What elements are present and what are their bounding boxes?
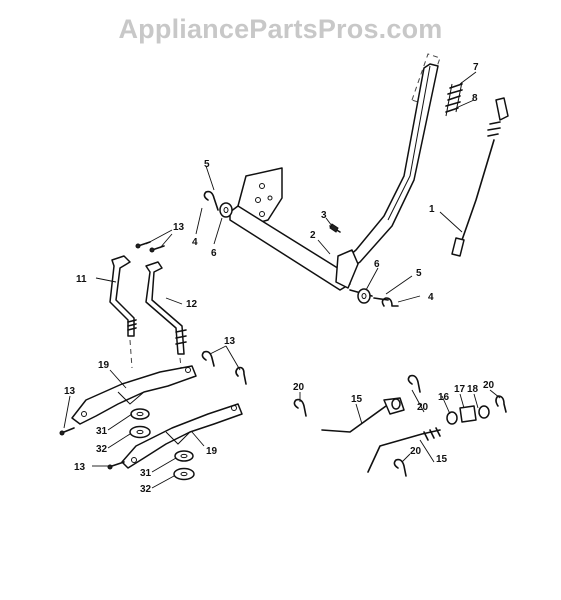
callout-13-left: 13 bbox=[64, 386, 76, 397]
pins-13-top bbox=[135, 241, 165, 253]
callout-13-bottom: 13 bbox=[74, 462, 86, 473]
bushing-31-upper bbox=[130, 408, 150, 420]
callout-32-lower: 32 bbox=[140, 484, 152, 495]
trunnion-16-17-18 bbox=[446, 405, 490, 425]
link-15-lower bbox=[367, 427, 441, 473]
callout-6-left: 6 bbox=[211, 248, 217, 259]
callout-8: 8 bbox=[472, 93, 478, 104]
clip-4-right bbox=[381, 297, 399, 307]
watermark: AppliancePartsPros.com bbox=[118, 14, 443, 44]
clip-5-left bbox=[203, 190, 219, 211]
callout-16: 16 bbox=[438, 392, 450, 403]
callout-32-upper: 32 bbox=[96, 444, 108, 455]
leader-lines bbox=[63, 71, 501, 489]
callout-2: 2 bbox=[310, 230, 316, 241]
bushing-32-lower bbox=[173, 467, 195, 481]
link-15-upper bbox=[321, 397, 405, 433]
callout-20-left: 20 bbox=[293, 382, 305, 393]
spring-7 bbox=[445, 81, 463, 117]
lift-link-12 bbox=[145, 261, 187, 377]
lift-arm-19-lower bbox=[121, 403, 243, 469]
bushing-31-lower bbox=[174, 450, 194, 462]
callout-13-top: 13 bbox=[173, 222, 185, 233]
rod-1 bbox=[451, 139, 495, 257]
callout-19-upper: 19 bbox=[98, 360, 110, 371]
callout-13-right: 13 bbox=[224, 336, 236, 347]
callout-20-right: 20 bbox=[483, 380, 495, 391]
callout-4-left: 4 bbox=[192, 237, 198, 248]
washer-6-left bbox=[219, 202, 233, 218]
lift-link-11 bbox=[109, 255, 137, 369]
callout-19-lower: 19 bbox=[206, 446, 218, 457]
callout-6-right: 6 bbox=[374, 259, 380, 270]
callout-20-lower: 20 bbox=[410, 446, 422, 457]
callout-1: 1 bbox=[429, 204, 435, 215]
callout-15-lower: 15 bbox=[436, 454, 448, 465]
callout-15-upper: 15 bbox=[351, 394, 363, 405]
callout-18: 18 bbox=[467, 384, 479, 395]
lift-arm-19-upper bbox=[71, 365, 197, 425]
callout-5-right: 5 bbox=[416, 268, 422, 279]
callout-5-left: 5 bbox=[204, 159, 210, 170]
cross-shaft-2 bbox=[229, 205, 373, 297]
callout-11: 11 bbox=[76, 274, 87, 285]
callout-12: 12 bbox=[186, 299, 198, 310]
callout-7: 7 bbox=[473, 62, 479, 73]
knob-8 bbox=[487, 97, 509, 137]
callout-31-upper: 31 bbox=[96, 426, 108, 437]
clip-5-right bbox=[373, 297, 389, 301]
bushing-32-upper bbox=[129, 425, 151, 439]
washer-6-right bbox=[357, 288, 371, 304]
callout-31-lower: 31 bbox=[140, 468, 152, 479]
callout-20-mid: 20 bbox=[417, 402, 429, 413]
lift-handle bbox=[341, 53, 441, 271]
callout-4-right: 4 bbox=[428, 292, 434, 303]
callout-3: 3 bbox=[321, 210, 327, 221]
clips-13-arms bbox=[59, 350, 247, 470]
callout-17: 17 bbox=[454, 384, 466, 395]
